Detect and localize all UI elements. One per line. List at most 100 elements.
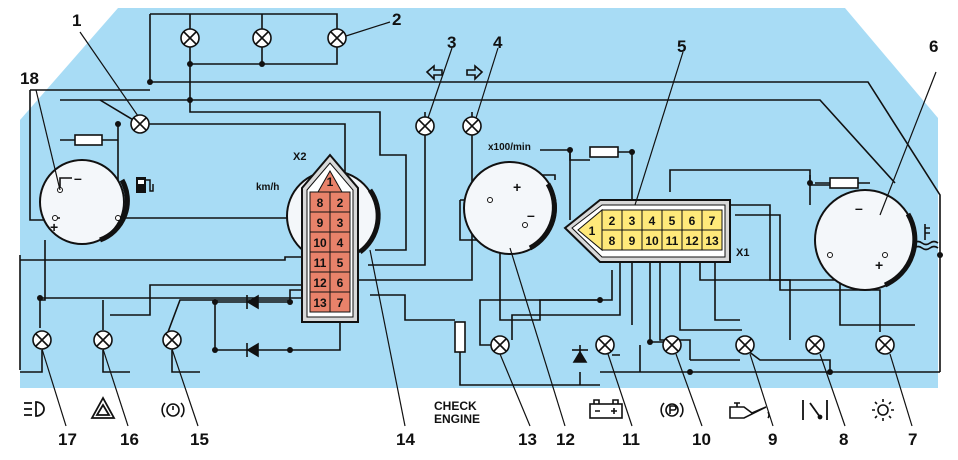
speedometer-unit-label: km/h [256,182,279,193]
x1-pin: 12 [685,234,699,248]
diode-upper [246,294,259,310]
connector-x1-label: X1 [736,247,749,259]
diodes [246,294,588,363]
callout-5: 5 [677,37,686,56]
lamp-13 [490,335,510,355]
connector-x2: 1 8 2 9 3 10 4 11 5 12 6 13 7 [301,153,359,323]
lamp-4 [462,116,482,136]
resistor-left [74,134,103,146]
tachometer [463,161,557,255]
x2-pin: 9 [317,216,324,230]
callout-16: 16 [120,430,139,449]
x2-pin-top: 1 [327,175,334,189]
x2-pin: 13 [313,296,327,310]
x2-pin: 12 [313,276,327,290]
resistors [74,134,859,353]
tachometer-minus: – [527,207,535,223]
x2-pin: 3 [337,216,344,230]
fuel-pump-icon [136,177,154,193]
callout-4: 4 [493,33,503,52]
lamp-1 [130,114,150,134]
x1-pin: 11 [666,234,679,248]
x2-pin: 8 [317,196,324,210]
x2-pin: 10 [313,236,327,250]
parking-brake-icon [660,402,684,418]
diode-lower [246,342,259,358]
lamp-3 [415,116,435,136]
x1-pin: 3 [629,214,636,228]
fuel-gauge [39,159,130,245]
callout-13: 13 [518,430,537,449]
connector-x2-label: X2 [293,151,306,163]
x2-pins [309,169,351,313]
x1-pin: 10 [645,234,659,248]
resistor-tach [589,146,619,158]
callout-1: 1 [72,11,81,30]
x1-pin: 8 [609,234,616,248]
headlight-icon [24,401,45,417]
temperature-gauge-plus: + [875,257,883,273]
coolant-icon [913,224,939,251]
lamp-8 [805,335,825,355]
x1-pin: 6 [689,214,696,228]
lamp-2c [327,28,347,48]
callout-18: 18 [20,69,39,88]
callout-3: 3 [447,33,456,52]
x1-pin: 4 [649,214,656,228]
temperature-gauge [814,189,918,291]
brake-icon [161,402,185,418]
arrow-left-icon [425,64,443,81]
temperature-gauge-minus: – [855,200,863,216]
callout-6: 6 [929,37,938,56]
lamp-2b [252,28,272,48]
lamp-7 [875,335,895,355]
hazard-icon [90,396,116,419]
lamp-9 [735,335,755,355]
callout-15: 15 [190,430,209,449]
leader-lines [35,21,937,427]
resistor-right [829,177,859,189]
callout-10: 10 [692,430,711,449]
callout-7: 7 [908,430,917,449]
x1-pin: 9 [629,234,636,248]
tachometer-plus: + [513,179,521,195]
callout-8: 8 [839,430,848,449]
junction-dots [37,61,943,375]
oil-can-icon [729,402,770,419]
sun-icon [872,399,894,421]
fuel-gauge-plus: + [50,219,58,235]
x1-pin: 13 [705,234,719,248]
fuel-gauge-minus: – [74,170,82,186]
lamp-11 [595,335,615,355]
callout-14: 14 [396,430,415,449]
resistor-bottom [454,321,466,353]
x1-pin-left: 1 [589,224,596,238]
x2-pin: 11 [314,256,327,270]
lamp-2a [180,28,200,48]
lamp-15 [162,330,182,350]
battery-icon [589,399,623,419]
callout-17: 17 [58,430,77,449]
x1-pins [577,208,723,252]
x1-pin: 5 [669,214,676,228]
x2-pin: 6 [337,276,344,290]
tachometer-unit-label: x100/min [488,142,531,153]
check-engine-line2: ENGINE [434,412,480,426]
connector-x1: 1 2 3 4 5 6 7 8 9 10 11 12 13 [563,199,731,263]
diode-bottom [572,349,588,363]
x2-pin: 7 [337,296,344,310]
choke-icon [802,400,828,420]
x1-pin: 2 [609,214,616,228]
lamp-17 [32,330,52,350]
check-engine-line1: CHECK [434,399,477,413]
callout-11: 11 [622,430,640,449]
x2-pin: 4 [337,236,344,250]
x2-pin: 2 [337,196,344,210]
x2-pin: 5 [337,256,344,270]
lamp-10 [662,335,682,355]
lamp-16 [93,330,113,350]
callout-12: 12 [556,430,575,449]
callout-9: 9 [768,430,777,449]
